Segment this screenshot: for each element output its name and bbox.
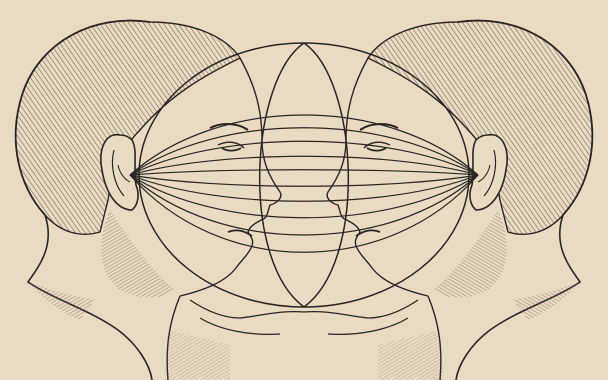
engraving-svg	[0, 0, 608, 380]
engraving-illustration	[0, 0, 608, 380]
